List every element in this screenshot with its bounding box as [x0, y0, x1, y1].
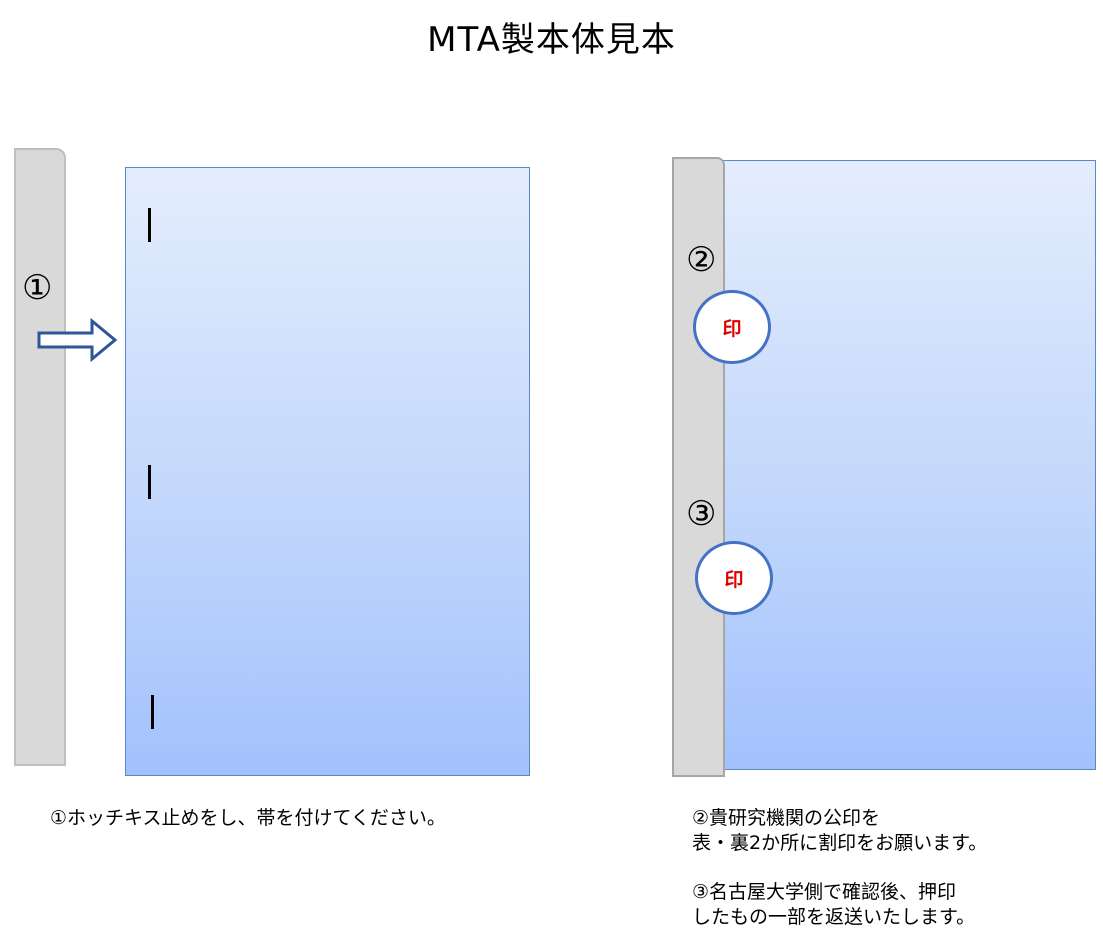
caption-step-2: ②貴研究機関の公印を 表・裏2か所に割印をお願います。 [692, 806, 987, 856]
step-number-3: ③ [686, 494, 717, 534]
step-number-2: ② [686, 240, 717, 280]
staple-icon [151, 695, 154, 729]
page-title: MTA製本体見本 [427, 20, 676, 60]
caption-step-3-line-1: ③名古屋大学側で確認後、押印 [692, 881, 957, 903]
caption-step-3: ③名古屋大学側で確認後、押印 したもの一部を返送いたします。 [692, 880, 975, 930]
staple-icon [148, 208, 151, 242]
document-pages-left [125, 167, 530, 776]
caption-step-1: ①ホッチキス止めをし、帯を付けてください。 [50, 807, 446, 829]
caption-step-2-line-1: ②貴研究機関の公印を [692, 807, 881, 829]
seal-stamp-upper: 印 [693, 290, 771, 364]
seal-label: 印 [724, 568, 744, 591]
binding-band-left [14, 148, 66, 766]
seal-label: 印 [722, 317, 742, 340]
caption-step-3-line-2: したもの一部を返送いたします。 [692, 906, 976, 928]
right-arrow-icon [37, 318, 118, 362]
document-pages-right [718, 160, 1096, 770]
caption-step-2-line-2: 表・裏2か所に割印をお願います。 [692, 832, 988, 854]
step-number-1: ① [22, 268, 53, 308]
binding-band-right [672, 157, 725, 777]
seal-stamp-lower: 印 [695, 541, 773, 615]
staple-icon [148, 465, 151, 499]
